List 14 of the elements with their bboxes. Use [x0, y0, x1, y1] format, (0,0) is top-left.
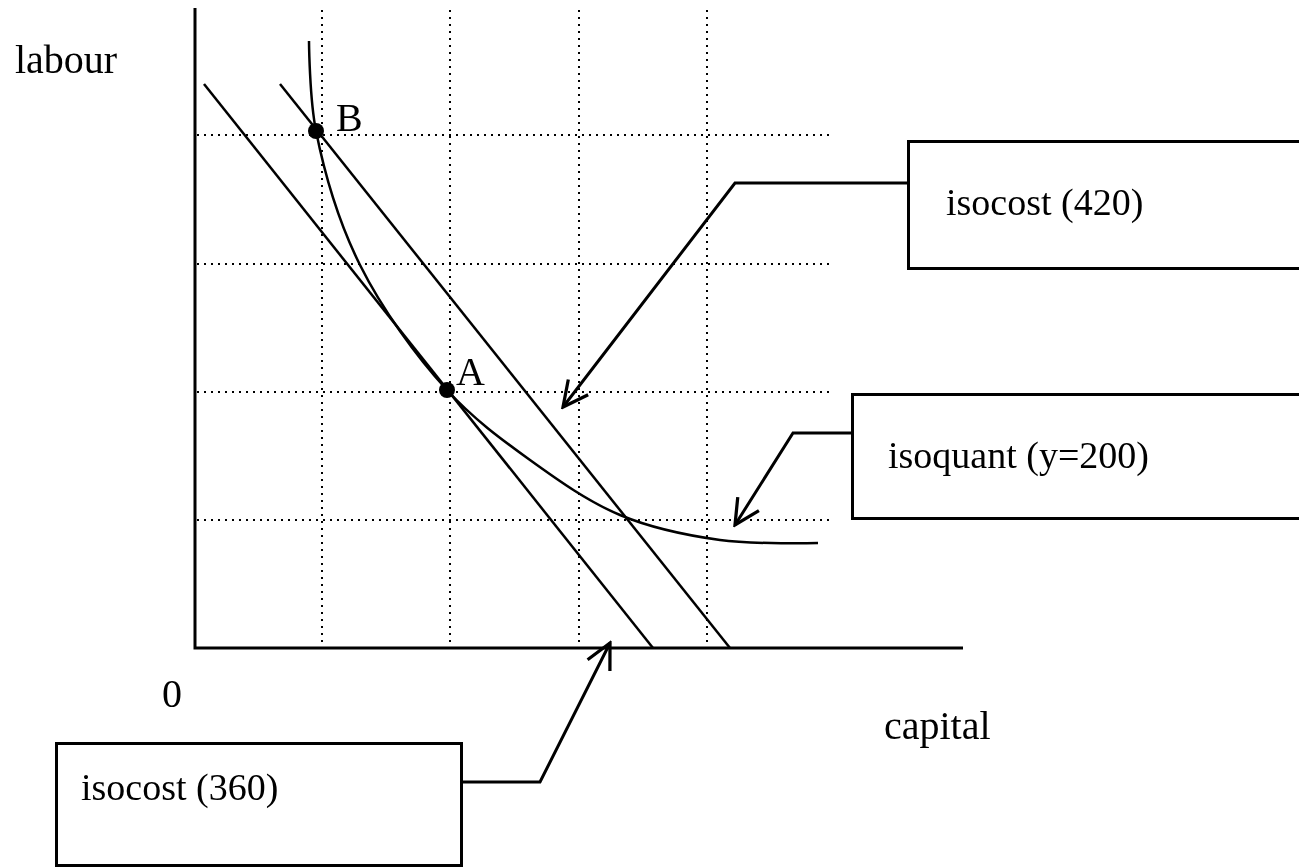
callout-label: isocost (420) [946, 183, 1144, 221]
callout-box [907, 140, 1299, 270]
leader-line [561, 181, 907, 409]
axis-label: labour [15, 40, 118, 80]
point-label: A [456, 352, 485, 392]
point-label: B [336, 98, 363, 138]
callout-box [55, 742, 463, 867]
callout-box [851, 393, 1299, 520]
leader-line [463, 641, 612, 784]
callout-label: isoquant (y=200) [888, 436, 1149, 474]
axis-label: capital [884, 706, 991, 746]
leader-line [733, 431, 851, 527]
origin-label: 0 [162, 674, 182, 714]
callout-label: isocost (360) [81, 768, 279, 806]
